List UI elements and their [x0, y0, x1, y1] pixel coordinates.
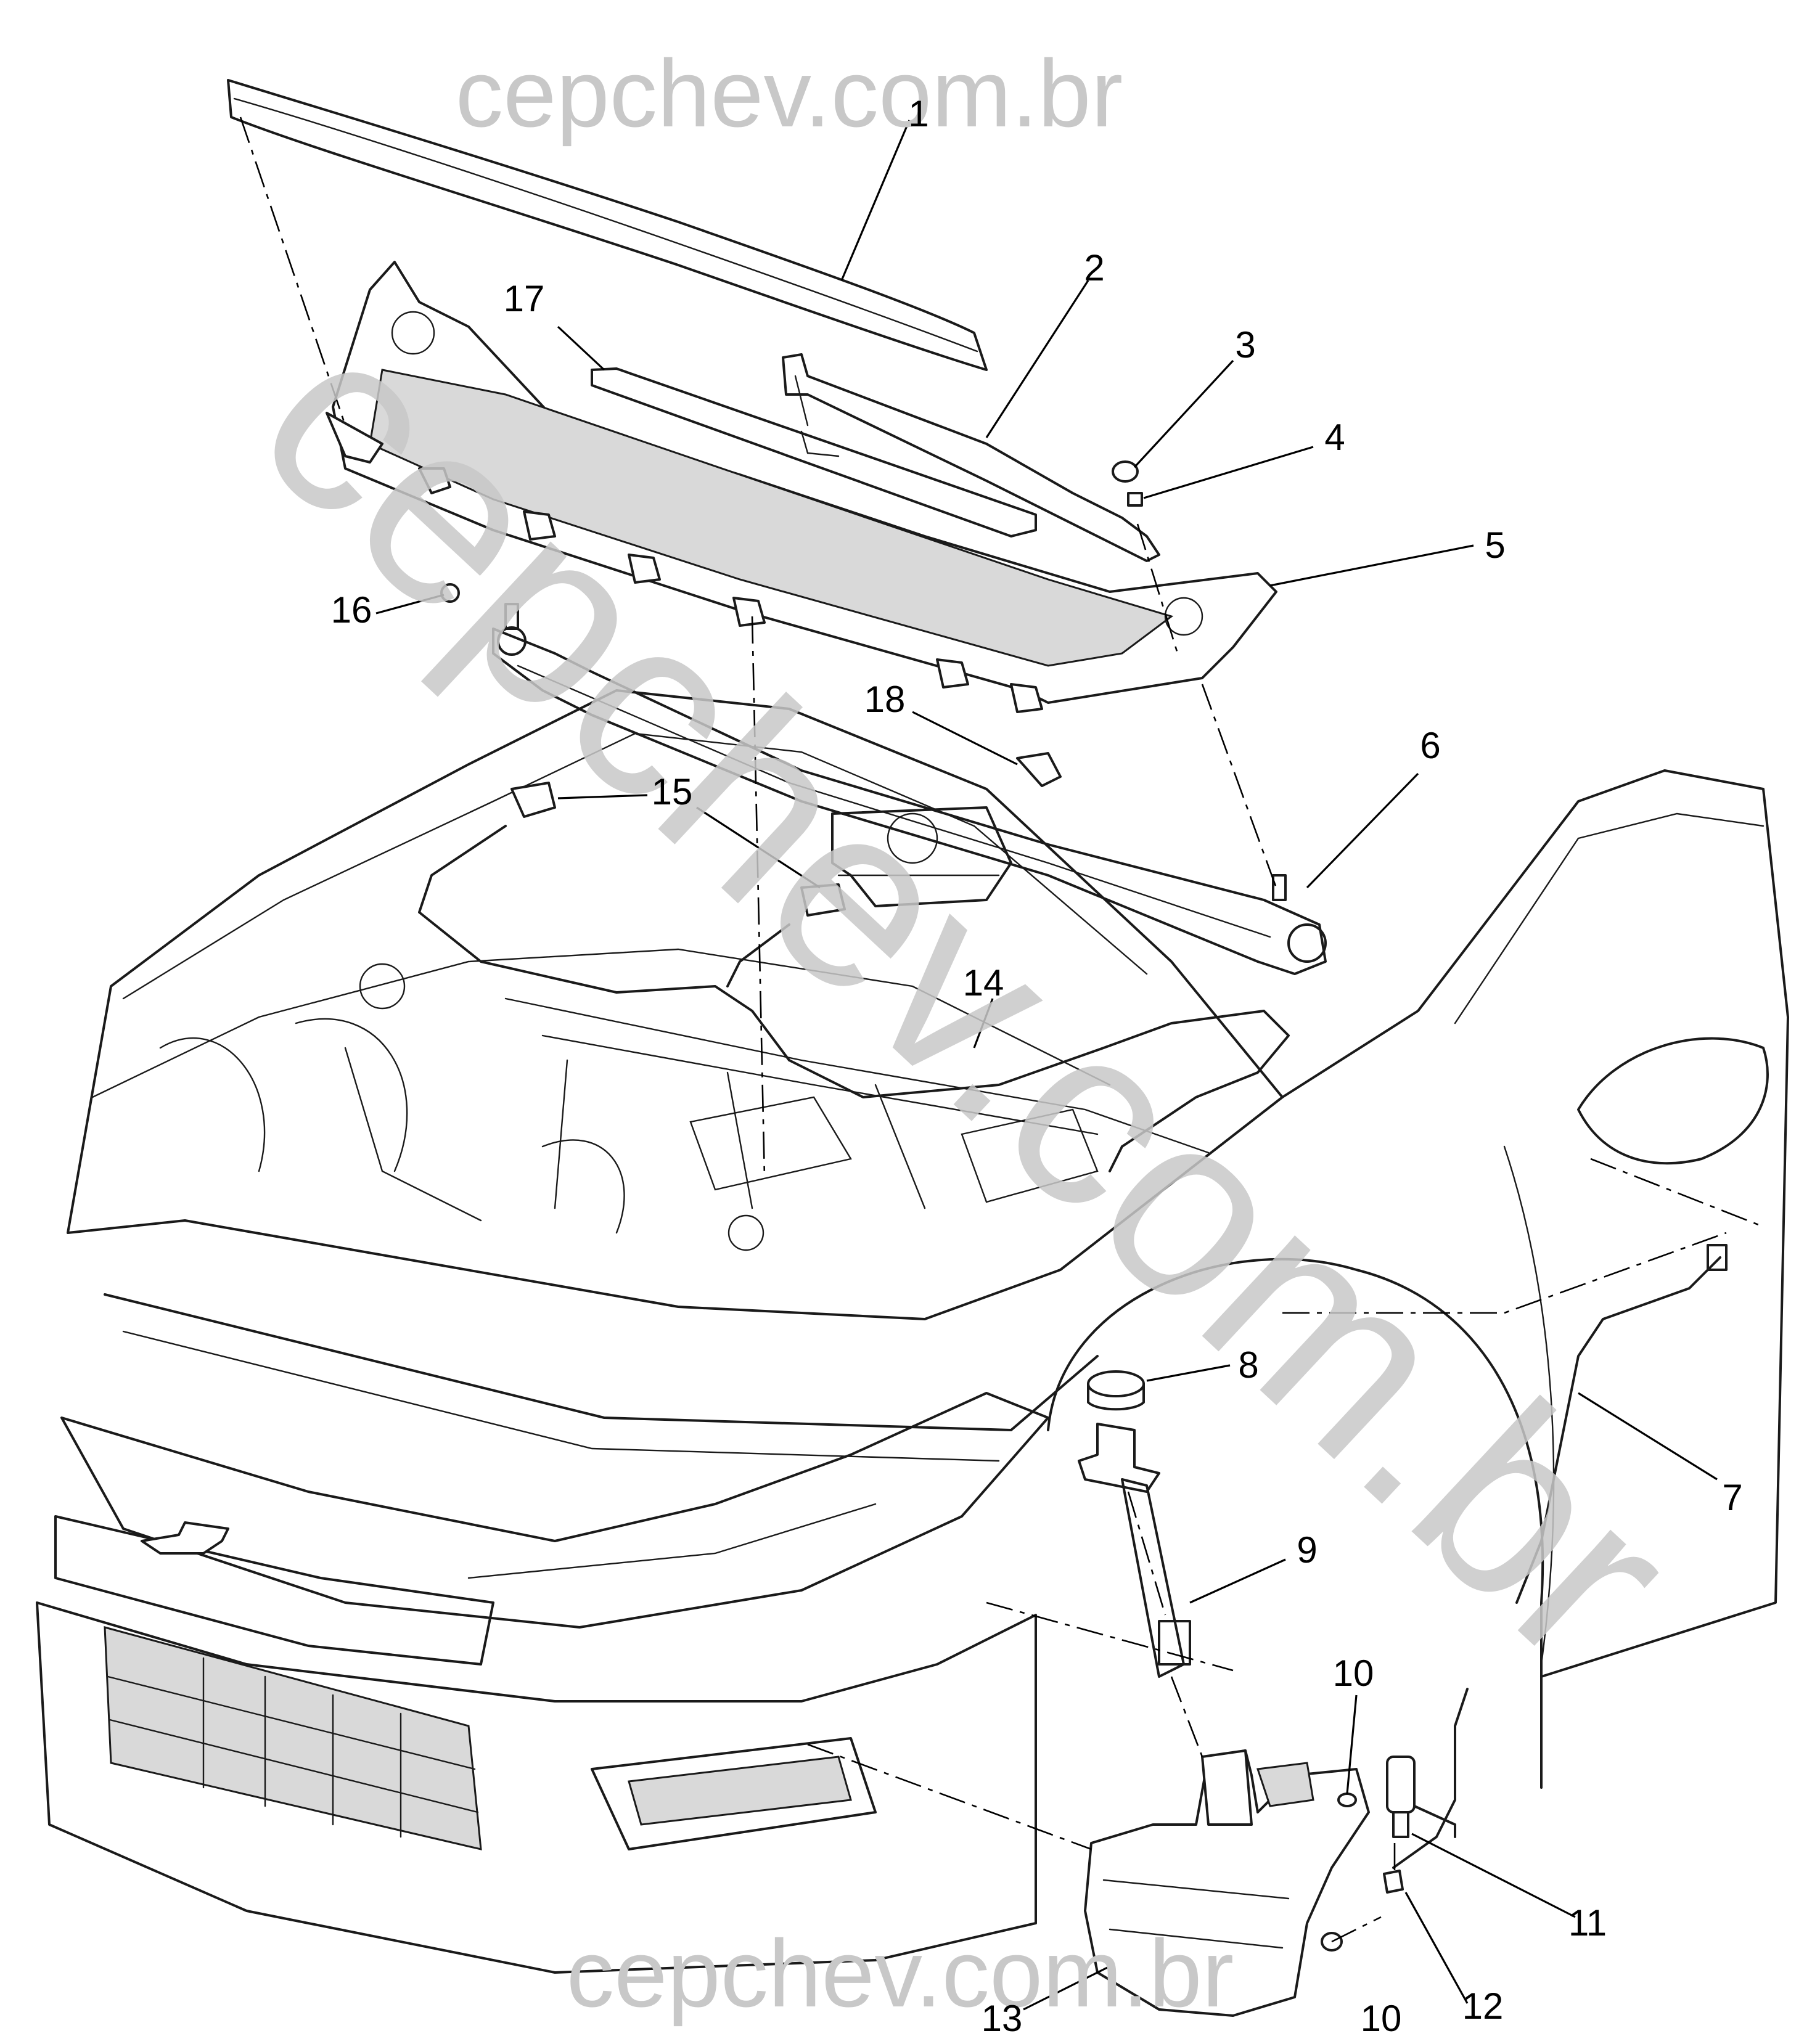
wiper-linkage-and-motor [492, 603, 1327, 975]
callout-13: 13 [982, 1998, 1023, 2039]
callout-3: 3 [1235, 324, 1255, 366]
wiper-arm-left [782, 353, 1160, 562]
callout-7: 7 [1722, 1477, 1742, 1518]
fastener [440, 583, 460, 603]
callout-numbers: 1 2 3 4 5 6 7 8 9 10 10 11 12 13 14 15 1… [331, 93, 1743, 2039]
callout-1: 1 [908, 93, 928, 134]
callout-8: 8 [1238, 1344, 1258, 1386]
callout-16: 16 [331, 589, 372, 631]
vehicle-front-body [36, 689, 1789, 1974]
washer-hose [418, 825, 1290, 1172]
callout-2: 2 [1084, 247, 1104, 288]
linkage-grommet [1016, 752, 1062, 787]
wiper-blade [591, 367, 1037, 538]
hose-clip-lower [800, 883, 846, 917]
callout-9: 9 [1297, 1529, 1317, 1571]
washer-hose-rear [1392, 1244, 1728, 1869]
pump-seal [1383, 1870, 1404, 1894]
cowl-vent-panel [326, 261, 1277, 713]
wiper-arm-nut-cap [1112, 460, 1139, 483]
reservoir-cap [1087, 1370, 1145, 1411]
watermark-top: cepchev.com.br [456, 40, 1123, 147]
callout-12: 12 [1462, 1985, 1504, 2027]
watermark-bottom: cepchev.com.br [567, 1920, 1234, 2027]
callout-10-lower: 10 [1361, 1998, 1402, 2039]
assembly-lines [239, 117, 1764, 1943]
leader-lines [375, 120, 1718, 2011]
wiper-arm-nut [1127, 492, 1143, 507]
filler-neck [1078, 1423, 1191, 1678]
callout-14: 14 [963, 962, 1004, 1004]
callout-4: 4 [1324, 417, 1345, 458]
callout-17: 17 [504, 278, 545, 319]
callout-10-upper: 10 [1333, 1653, 1374, 1694]
washer-pump [1386, 1756, 1456, 1838]
callout-15: 15 [652, 771, 693, 812]
hood-rear-seal [227, 79, 988, 371]
callout-6: 6 [1420, 725, 1440, 766]
hose-clip-upper [510, 782, 556, 818]
reservoir-grommet-lower [1321, 1932, 1343, 1952]
callout-18: 18 [864, 679, 906, 720]
callout-11: 11 [1568, 1902, 1607, 1944]
callout-5: 5 [1485, 525, 1505, 566]
washer-fluid-reservoir [1084, 1749, 1370, 2017]
